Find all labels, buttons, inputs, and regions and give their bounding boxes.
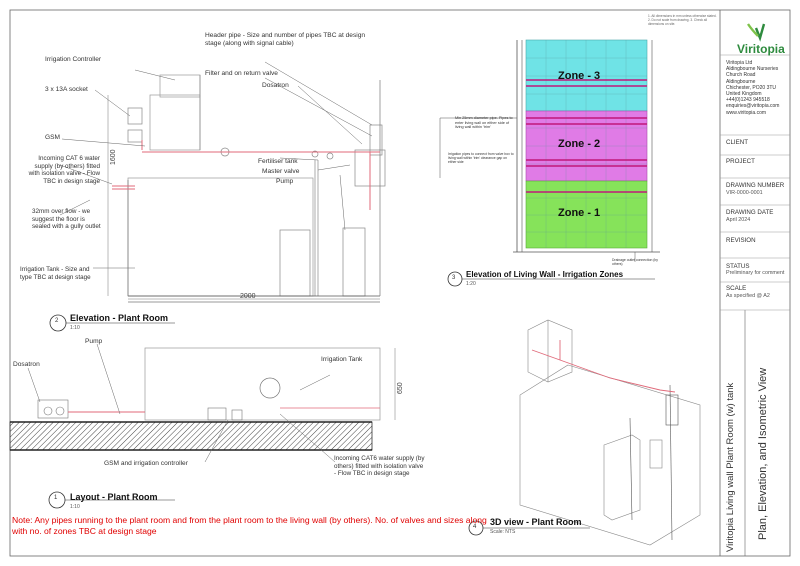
address-line: Chichester, PO20 3TU — [726, 84, 777, 91]
layout-gsm-label: GSM and irrigation controller — [104, 460, 188, 467]
view-4-title: 3D view - Plant Room — [490, 517, 582, 527]
scale-value: As specified @ A2 — [726, 293, 770, 299]
brand-name: Viritopia — [737, 42, 785, 56]
zone-2-label: Zone - 2 — [558, 138, 601, 150]
pipe-entry-note: Min 25mm diameter pipe. Pipes to enter l… — [455, 116, 513, 130]
floor-slab — [9, 421, 373, 451]
drainage-note: Drainage outlet connection (by others) — [612, 258, 658, 267]
view-2-scale: 1:10 — [70, 325, 80, 331]
zone-3-label: Zone - 3 — [558, 70, 601, 82]
view-1-title: Layout - Plant Room — [70, 492, 158, 502]
view-3-scale: 1:20 — [466, 281, 476, 287]
view-4-number: 4 — [473, 524, 477, 530]
view-4-scale: Scale: NTS — [490, 529, 516, 535]
project-label: PROJECT — [726, 158, 755, 165]
elevation-pipework — [112, 140, 380, 210]
address-line: Aldingbourne Nurseries — [726, 66, 779, 73]
view-3-number: 3 — [452, 275, 456, 281]
irrigation-controller-label: Irrigation Controller — [45, 56, 102, 63]
incoming-supply-label: Incoming CAT 6 water supply (by others) … — [28, 155, 100, 185]
depth-dimension: 650 — [397, 382, 404, 394]
layout-pump-label: Pump — [85, 338, 103, 345]
isometric-pipework — [531, 340, 676, 393]
address-line: Aldingbourne — [726, 78, 756, 85]
pipe-connect-note: Irrigation pipes to connect from valve b… — [448, 152, 514, 165]
master-valve-label: Master valve — [262, 168, 300, 175]
address-line: Viritopia Ltd — [726, 60, 753, 66]
address-line: Church Road — [726, 72, 756, 79]
gsm-label: GSM — [45, 134, 61, 141]
viritopia-logo-icon — [747, 23, 766, 42]
drawing-date-value: April 2024 — [726, 217, 751, 223]
status-value: Preliminary for comment — [726, 270, 785, 276]
sheet-border — [9, 9, 791, 557]
sheet-subtitle: Plan, Elevation, and Isometric View — [757, 367, 769, 540]
elevation-leaders — [59, 61, 373, 269]
status-label: STATUS — [726, 263, 750, 270]
width-dimension: 2000 — [240, 293, 256, 300]
living-wall-elevation — [439, 39, 660, 262]
isometric-3d-view — [519, 319, 701, 546]
fertiliser-tank-label: Fertiliser tank — [258, 158, 298, 165]
view-2-title: Elevation - Plant Room — [70, 313, 169, 323]
title-block-notes: 1. All dimensions in mm unless otherwise… — [648, 14, 717, 26]
layout-dosatron-label: Dosatron — [13, 361, 40, 368]
elevation-plant-room — [127, 74, 386, 303]
view-3-title: Elevation of Living Wall - Irrigation Zo… — [466, 270, 624, 279]
company-address: Viritopia Ltd Aldingbourne Nurseries Chu… — [726, 60, 779, 116]
elevation-dimensions — [107, 95, 380, 300]
client-label: CLIENT — [726, 139, 749, 146]
overflow-label: 32mm over flow - we suggest the floor is… — [32, 208, 101, 231]
filter-label: Filter and on return valve — [205, 70, 278, 77]
header-pipe-label: Header pipe - Size and number of pipes T… — [205, 32, 366, 47]
revision-label: REVISION — [726, 237, 756, 244]
website: www.viritopia.com — [726, 109, 767, 116]
zone-1-label: Zone - 1 — [558, 207, 601, 219]
view-1-number: 1 — [54, 495, 58, 501]
drawing-date-label: DRAWING DATE — [726, 209, 774, 216]
height-dimension: 1600 — [110, 149, 117, 165]
email-address: enquiries@viritopia.com — [726, 103, 780, 110]
layout-tank-label: Irrigation Tank — [321, 356, 363, 363]
irrigation-tank-label: Irrigation Tank - Size and type TBC at d… — [20, 266, 91, 281]
general-note: Note: Any pipes running to the plant roo… — [12, 515, 487, 536]
dosatron-label: Dosatron — [262, 82, 289, 89]
view-2-number: 2 — [55, 318, 59, 324]
address-line: United Kingdom — [726, 91, 762, 98]
pump-label: Pump — [276, 178, 294, 185]
view-1-scale: 1:10 — [70, 504, 80, 510]
layout-incoming-label: Incoming CAT6 water supply (by others) f… — [334, 455, 425, 478]
phone-number: +44(0)1243 945518 — [726, 97, 770, 104]
scale-label: SCALE — [726, 285, 747, 292]
drawing-number-value: VIR-0000-0001 — [726, 190, 763, 196]
drawing-number-label: DRAWING NUMBER — [726, 182, 785, 189]
layout-plant-room — [9, 343, 396, 463]
socket-label: 3 x 13A socket — [45, 86, 88, 93]
sheet-title: Viritopia Living wall Plant Room (w) tan… — [725, 382, 736, 552]
